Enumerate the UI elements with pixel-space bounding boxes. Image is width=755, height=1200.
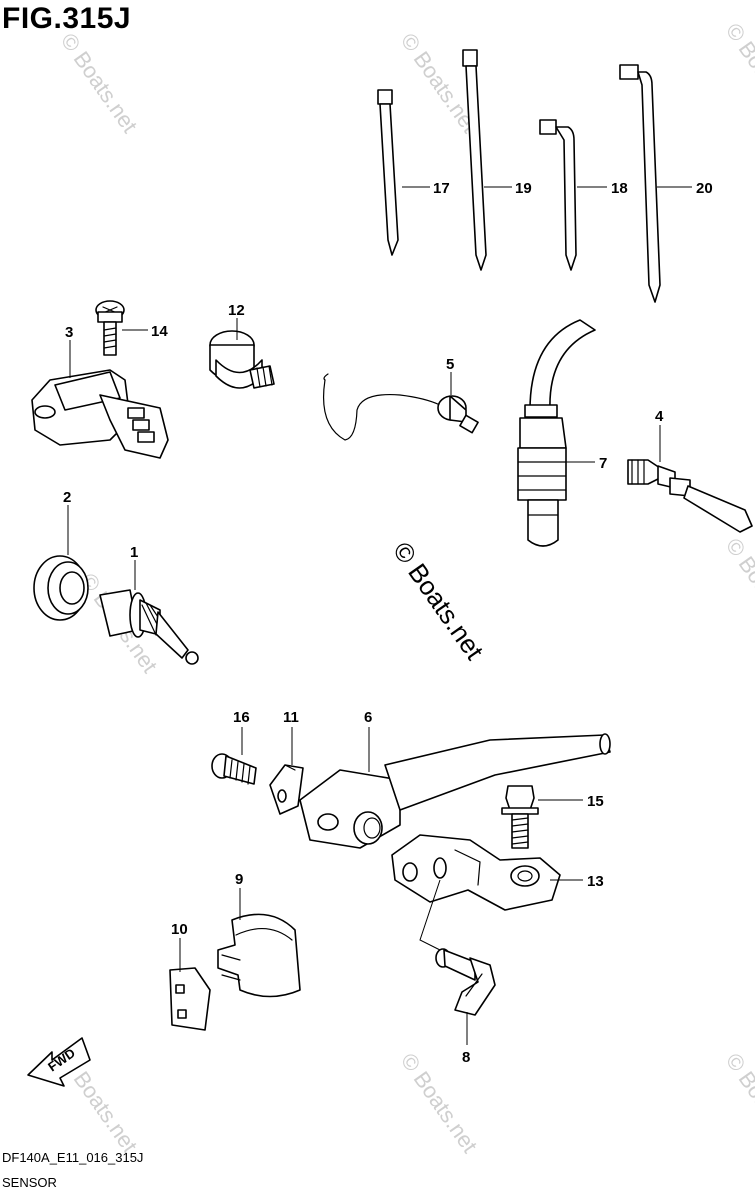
figure-name: SENSOR [2,1175,57,1190]
callout-17: 17 [433,180,450,197]
bracket-13 [391,834,561,911]
temperature-sensor-4 [627,459,753,533]
callout-10: 10 [171,921,188,938]
callouts: 17 19 18 20 14 3 12 5 7 4 2 1 16 11 6 15… [63,180,713,1066]
callout-7: 7 [599,455,607,472]
callout-11: 11 [283,709,299,726]
callout-14: 14 [151,323,168,340]
callout-9: 9 [235,871,243,888]
leader-lines [67,186,692,1045]
callout-20: 20 [696,180,713,197]
callout-8: 8 [462,1049,470,1066]
watermark-faint: © Boats.net [721,534,755,643]
cable-tie-19 [462,49,487,271]
cable-tie-18 [539,119,577,271]
temperature-sensor-1 [99,589,199,665]
callout-1: 1 [130,544,138,561]
watermark-faint: © Boats.net [721,1049,755,1158]
bolt-16 [211,753,257,785]
clamp-9 [217,913,301,998]
knock-sensor-5 [322,373,479,441]
callout-16: 16 [233,709,250,726]
callout-12: 12 [228,302,245,319]
callout-5: 5 [446,356,454,373]
clip-10 [169,967,211,1031]
bolt-14 [95,300,125,356]
watermark-faint: © Boats.net [56,29,143,138]
figure-code: DF140A_E11_016_315J [2,1150,144,1165]
lever-8 [435,948,496,1016]
watermark-faint: © Boats.net [721,19,755,128]
callout-19: 19 [515,180,532,197]
cable-tie-20 [619,64,661,303]
callout-6: 6 [364,709,372,726]
watermark-center: © Boats.net [387,536,490,665]
callout-15: 15 [587,793,604,810]
oxygen-sensor-7 [517,319,596,547]
callout-2: 2 [63,489,71,506]
grommet-2 [33,555,89,621]
figure-title: FIG.315J [2,2,132,35]
callout-18: 18 [611,180,628,197]
crank-sensor-6 [299,733,611,849]
callout-3: 3 [65,324,73,341]
pressure-switch-12 [209,330,275,389]
bolt-15 [501,785,539,849]
callout-4: 4 [655,408,664,425]
cable-tie-17 [377,89,399,256]
map-sensor-3 [31,369,169,459]
clip-11 [269,764,304,815]
callout-13: 13 [587,873,604,890]
